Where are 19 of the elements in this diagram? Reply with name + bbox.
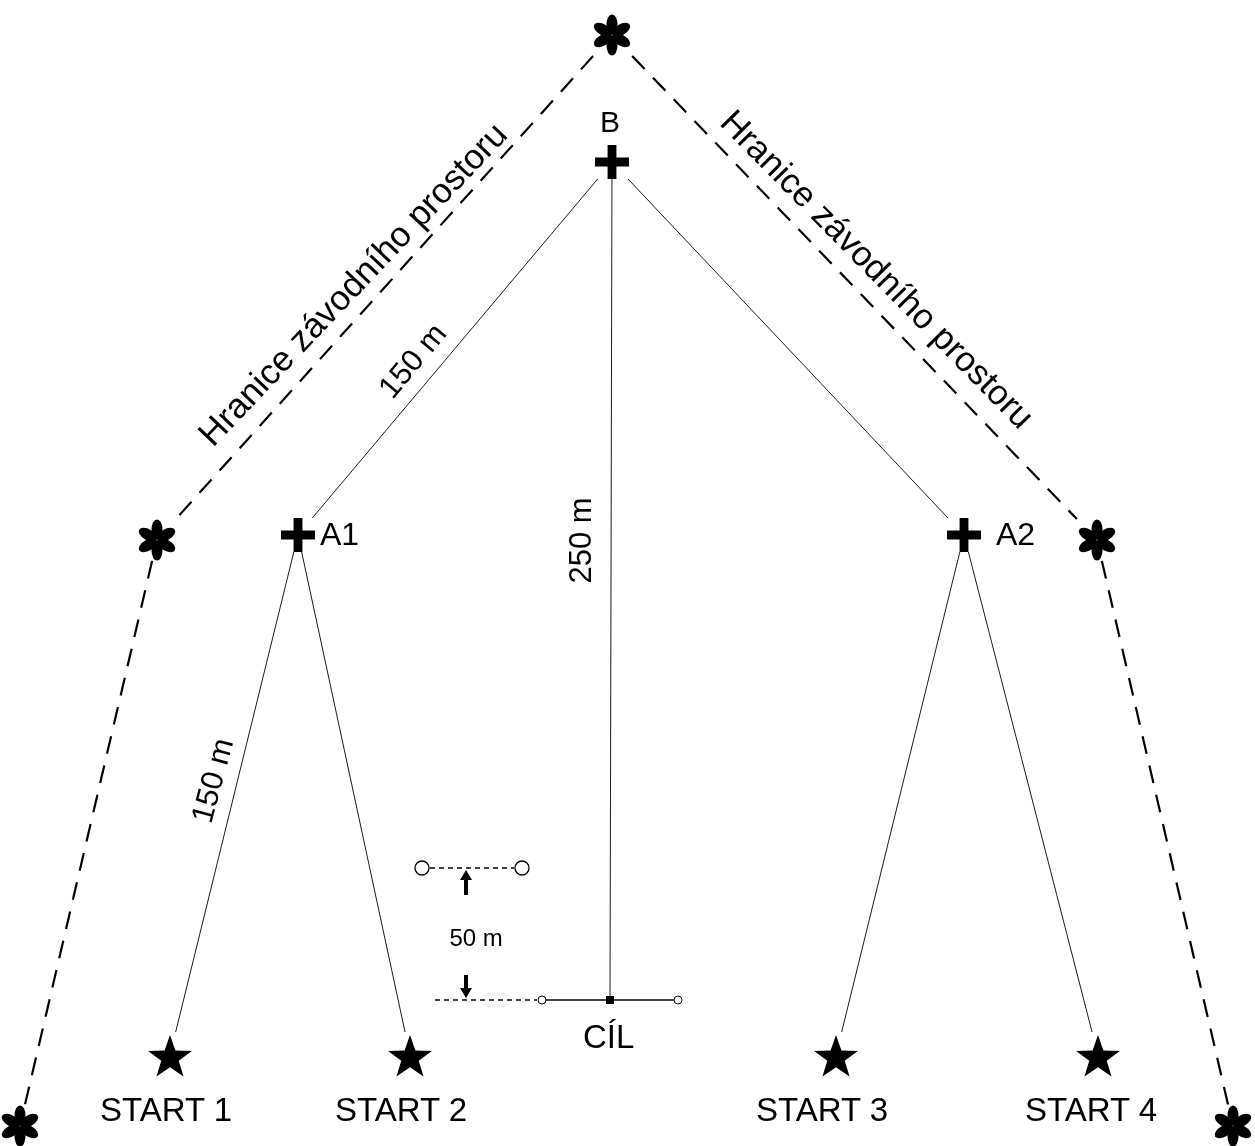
boundary-line <box>1100 560 1230 1106</box>
course-line <box>609 178 613 997</box>
course-line <box>175 551 295 1033</box>
point-label: CÍL <box>583 1020 635 1053</box>
course-line <box>967 551 1093 1033</box>
course-line <box>301 551 406 1033</box>
point-label: START 4 <box>1025 1093 1158 1126</box>
point-label: START 1 <box>100 1093 233 1126</box>
dimension-label: 50 m <box>449 926 503 950</box>
boundary-line <box>23 560 154 1106</box>
course-line <box>627 178 949 519</box>
point-label: A1 <box>320 518 360 550</box>
course-line <box>841 551 961 1033</box>
point-label: START 2 <box>335 1093 468 1126</box>
boundary-line <box>631 55 1078 520</box>
course-line <box>311 178 599 519</box>
point-label: B <box>600 107 620 137</box>
point-label: A2 <box>996 518 1036 550</box>
point-label: START 3 <box>756 1093 889 1126</box>
